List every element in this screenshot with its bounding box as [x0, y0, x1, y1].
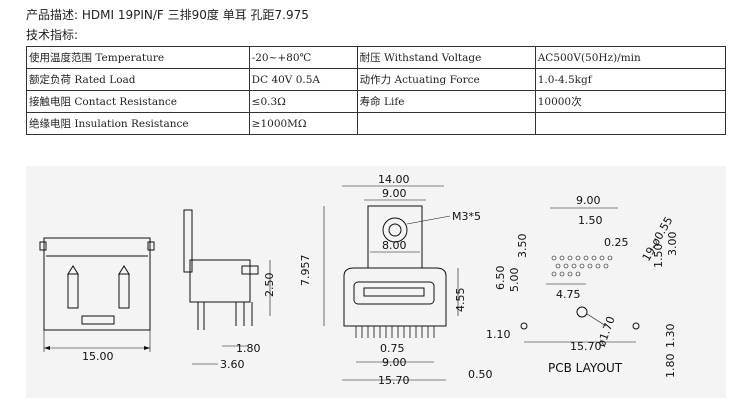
front-view: 15.00: [39, 237, 155, 363]
side-view: 2.50 1.80 3.60: [183, 209, 276, 371]
spec-value: 1.0-4.5kgf: [534, 68, 727, 91]
dim-pcb-3-00: 3.00: [666, 232, 679, 257]
dim-offset: 0.50: [468, 368, 493, 381]
product-description: HDMI 19PIN/F 三排90度 单耳 孔距7.975: [81, 8, 309, 22]
dim-front-width: 15.00: [82, 350, 114, 363]
table-row: 接触电阻 Contact Resistance ≤0.3Ω 寿命 Life 10…: [26, 90, 727, 113]
dim-pin-pitch: 0.75: [380, 342, 405, 355]
dim-pcb-1-80: 1.80: [664, 354, 677, 379]
product-label: 产品描述:: [26, 8, 79, 22]
spec-table: 使用温度范围 Temperature -20~+80℃ 耐压 Withstand…: [26, 46, 727, 135]
label-screw: M3*5: [452, 210, 481, 223]
dim-pcb-15-70: 15.70: [570, 340, 602, 353]
table-row: 绝缘电阻 Insulation Resistance ≥1000MΩ: [26, 112, 727, 135]
dim-side-3-60: 3.60: [220, 358, 245, 371]
spec-name: 耐压 Withstand Voltage: [356, 46, 536, 69]
spec-value: ≥1000MΩ: [248, 112, 358, 135]
dim-overall-width: 14.00: [378, 173, 410, 186]
dim-15-70-bottom: 15.70: [378, 374, 410, 387]
dim-9-00-bottom: 9.00: [382, 356, 407, 369]
spec-name: 使用温度范围 Temperature: [26, 46, 250, 69]
dim-pcb-9-00: 9.00: [576, 194, 601, 207]
dim-pcb-1-50-b: 1.50: [652, 244, 665, 269]
dim-4-55: 4.55: [454, 288, 467, 313]
spec-value: DC 40V 0.5A: [248, 68, 358, 91]
dim-pcb-0-25: 0.25: [604, 236, 629, 249]
dim-pcb-5-00: 5.00: [508, 268, 521, 293]
dim-8-00: 8.00: [382, 239, 407, 252]
dim-pcb-1-10: 1.10: [486, 328, 511, 341]
dim-pcb-1-30: 1.30: [664, 324, 677, 349]
dim-total-height: 7.957: [299, 255, 312, 287]
spec-name: 寿命 Life: [356, 90, 536, 113]
spec-value: ≤0.3Ω: [248, 90, 358, 113]
spec-name: [356, 112, 536, 135]
spec-value: [534, 112, 727, 135]
spec-value: AC500V(50Hz)/min: [534, 46, 727, 69]
dim-pcb-6-50: 6.50: [494, 266, 507, 291]
dim-pcb-3-50: 3.50: [516, 234, 529, 259]
pcb-layout-title: PCB LAYOUT: [548, 361, 623, 375]
pcb-layout: 9.00 1.50 0.25 19-ø0.55 3.00 1.50 3.50 4…: [486, 194, 679, 378]
dim-pcb-1-50: 1.50: [578, 214, 603, 227]
product-line: 产品描述: HDMI 19PIN/F 三排90度 单耳 孔距7.975: [26, 8, 309, 22]
spec-name: 动作力 Actuating Force: [356, 68, 536, 91]
dim-side-1-80: 1.80: [236, 342, 261, 355]
table-row: 使用温度范围 Temperature -20~+80℃ 耐压 Withstand…: [26, 46, 727, 69]
spec-name: 绝缘电阻 Insulation Resistance: [26, 112, 250, 135]
top-view: 14.00 9.00 M3*5 8.00 7.957 4.55 0.75 9.0…: [299, 173, 493, 387]
dim-pcb-4-75: 4.75: [556, 288, 581, 301]
spec-name: 接触电阻 Contact Resistance: [26, 90, 250, 113]
spec-value: -20~+80℃: [248, 46, 358, 69]
spec-value: 10000次: [534, 90, 727, 113]
spec-heading: 技术指标:: [26, 28, 79, 42]
dim-body-width: 9.00: [382, 187, 407, 200]
technical-drawing: 15.00 2.50 1.80 3.60 14.00 9.00 M3*5 8.0…: [26, 166, 726, 398]
table-row: 额定负荷 Rated Load DC 40V 0.5A 动作力 Actuatin…: [26, 68, 727, 91]
spec-name: 额定负荷 Rated Load: [26, 68, 250, 91]
dim-pin-height: 2.50: [263, 273, 276, 298]
